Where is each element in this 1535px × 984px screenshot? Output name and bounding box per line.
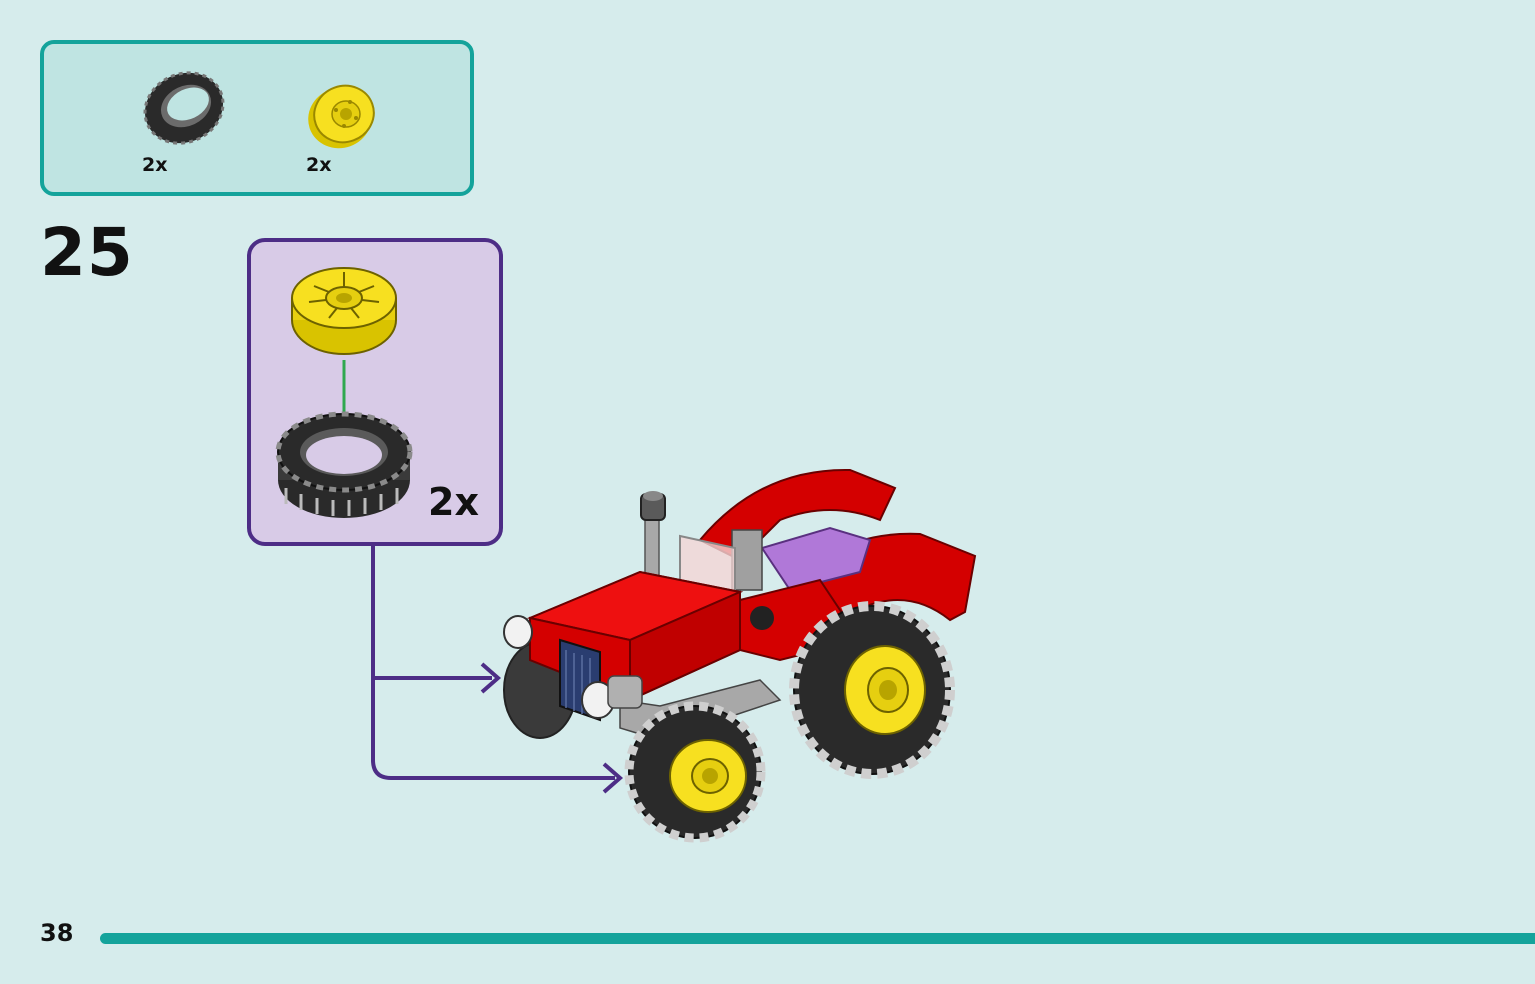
step-number: 25	[40, 214, 134, 291]
tire-icon	[275, 411, 413, 518]
subassembly-callout: 2x	[247, 238, 503, 546]
wheel-assembly-diagram	[275, 267, 413, 518]
page-number: 38	[40, 919, 74, 947]
placement-arrows	[371, 546, 624, 794]
front-wheel-icon	[624, 701, 766, 843]
subassembly-qty: 2x	[428, 480, 479, 524]
rear-wheel-right-icon	[789, 601, 955, 779]
progress-bar	[100, 933, 1535, 944]
tire-icon	[143, 71, 225, 145]
tire-qty: 2x	[142, 154, 168, 176]
rim-qty: 2x	[306, 154, 332, 176]
headlight-icon	[503, 615, 643, 719]
yellow-rim-icon	[308, 84, 375, 149]
rim-part	[304, 80, 380, 158]
tractor-body-icon	[526, 570, 862, 741]
parts-list-box: 2x 2x	[40, 40, 474, 196]
tire-part	[140, 64, 230, 156]
exhaust-pipe-icon	[640, 491, 666, 581]
rim-icon	[291, 267, 397, 355]
